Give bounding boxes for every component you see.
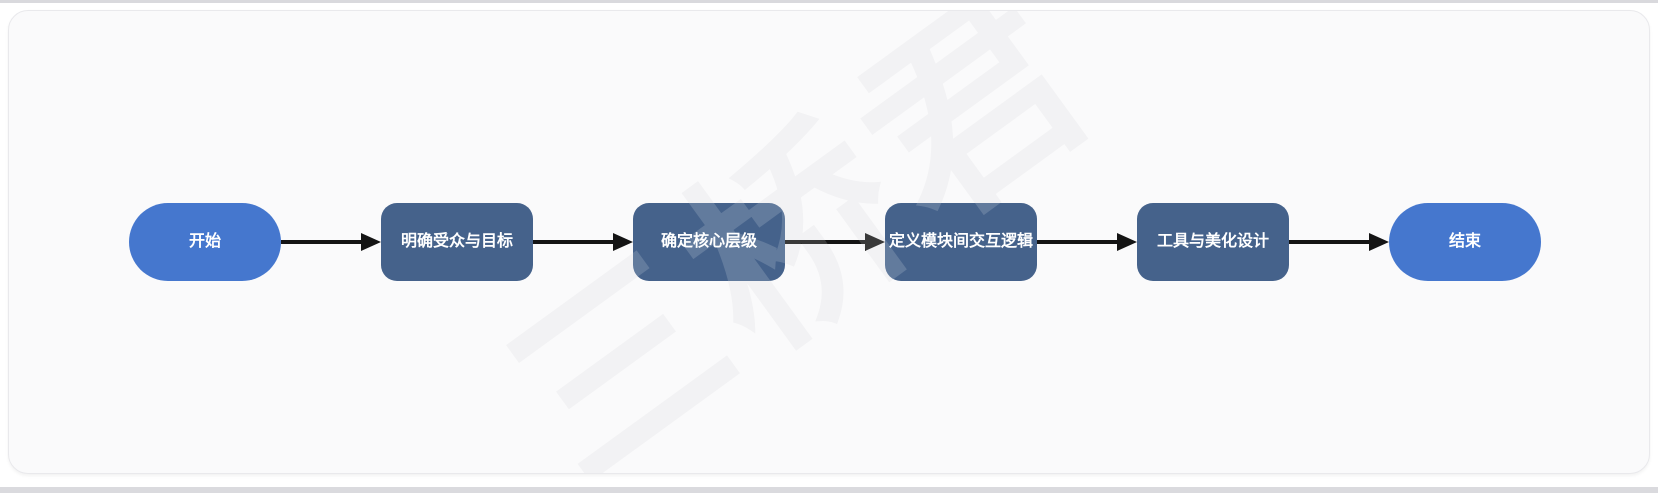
arrowhead-icon [1369,233,1389,251]
flowchart-canvas: 三桥君 开始 明确受众与目标 确定核心层级 [8,10,1650,474]
flow-arrow-3 [785,233,885,251]
flow-node-start[interactable]: 开始 [129,203,281,281]
arrowhead-icon [865,233,885,251]
flow-node-interaction-logic[interactable]: 定义模块间交互逻辑 [885,203,1037,281]
flow-node-tools-beautify[interactable]: 工具与美化设计 [1137,203,1289,281]
flow-node-label: 结束 [1448,233,1481,251]
arrow-line [1037,240,1117,244]
flow-node-label: 定义模块间交互逻辑 [888,233,1033,251]
flow-arrow-1 [281,233,381,251]
flow-node-label: 明确受众与目标 [400,233,513,251]
arrow-line [533,240,613,244]
arrow-line [1289,240,1369,244]
flow-arrow-5 [1289,233,1389,251]
flow-arrow-4 [1037,233,1137,251]
flow-node-audience-goals[interactable]: 明确受众与目标 [381,203,533,281]
arrow-line [281,240,361,244]
arrowhead-icon [1117,233,1137,251]
flow-node-label: 开始 [188,233,221,251]
arrow-line [785,240,865,244]
bottom-edge-divider [0,487,1658,493]
flow-node-end[interactable]: 结束 [1389,203,1541,281]
flow-arrow-2 [533,233,633,251]
flow-node-label: 确定核心层级 [660,233,757,251]
flow-node-label: 工具与美化设计 [1156,233,1269,251]
top-edge-divider [0,0,1658,3]
flow-row: 开始 明确受众与目标 确定核心层级 定义模块间交互逻辑 [129,203,1541,281]
flow-node-core-hierarchy[interactable]: 确定核心层级 [633,203,785,281]
arrowhead-icon [613,233,633,251]
arrowhead-icon [361,233,381,251]
